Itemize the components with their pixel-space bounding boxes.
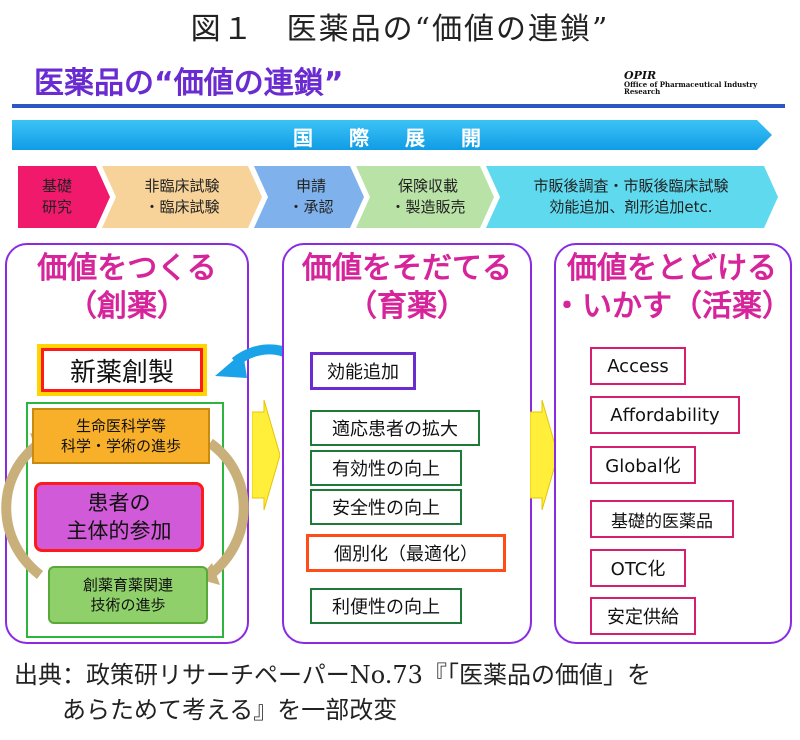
banner-title: 医薬品の“価値の連鎖” (34, 66, 344, 101)
panel-create-heading: 価値をつくる （創薬） (37, 251, 217, 324)
opir-logo-main: OPIR (624, 69, 657, 82)
new-drug-box: 新薬創製 (41, 348, 203, 392)
create-cycle-frame (26, 402, 224, 638)
patient-participation-box: 患者の 主体的参加 (34, 482, 204, 552)
deliver-item-essential-medicines: 基礎的医薬品 (590, 500, 734, 538)
opir-logo-sub: Office of Pharmaceutical Industry Resear… (624, 80, 758, 96)
stage-basic-research: 基礎 研究 (41, 177, 72, 216)
chevron-arrow-1 (252, 400, 280, 510)
stage-arrow-clinical (102, 166, 262, 228)
deliver-item-access: Access (590, 347, 686, 385)
life-science-box: 生命医科学等 科学・学術の進歩 (32, 408, 210, 464)
banner-divider (12, 104, 785, 108)
tech-progress-box: 創薬育薬関連 技術の進歩 (48, 566, 208, 624)
international-label: 国際展開 (293, 126, 517, 150)
deliver-item-globalization: Global化 (590, 446, 696, 484)
deliver-item-otc: OTC化 (590, 549, 686, 587)
stage-insurance-sales: 保険収載 ・製造販売 (390, 177, 466, 216)
international-arrow (12, 120, 772, 150)
stage-post-marketing: 市販後調査・市販後臨床試験 効能追加、剤形追加etc. (533, 177, 729, 216)
opir-logo: OPIR Office of Pharmaceutical Industry R… (624, 70, 784, 95)
nurture-item-personalization: 個別化（最適化） (306, 534, 506, 572)
source-caption: 出典：政策研リサーチペーパーNo.73『「医薬品の価値」を あらためて考える』を… (14, 661, 651, 724)
figure-title: 図１ 医薬品の“価値の連鎖” (190, 12, 610, 47)
nurture-item-efficacy-improvement: 有効性の向上 (310, 450, 462, 486)
stage-arrow-sales (356, 166, 494, 228)
stage-clinical-trials: 非臨床試験 ・臨床試験 (144, 177, 220, 216)
deliver-item-stable-supply: 安定供給 (590, 597, 696, 635)
new-drug-frame: 新薬創製 (37, 344, 207, 396)
nurture-item-safety-improvement: 安全性の向上 (310, 489, 462, 525)
nurture-item-efficacy-addition: 効能追加 (310, 352, 416, 390)
stage-arrow-basic (18, 166, 110, 228)
deliver-item-affordability: Affordability (590, 396, 740, 434)
stage-arrow-postmarket (486, 166, 778, 228)
stage-arrows (18, 166, 778, 228)
nurture-item-patient-expansion: 適応患者の拡大 (310, 410, 480, 446)
chevron-arrow-2 (530, 400, 558, 510)
nurture-item-convenience: 利便性の向上 (310, 588, 462, 624)
stage-arrow-approval (254, 166, 364, 228)
panel-deliver-heading: 価値をとどける ・いかす（活薬） (552, 251, 792, 324)
stage-approval: 申請 ・承認 (288, 177, 334, 216)
panel-nurture-heading: 価値をそだてる （育薬） (302, 251, 512, 324)
